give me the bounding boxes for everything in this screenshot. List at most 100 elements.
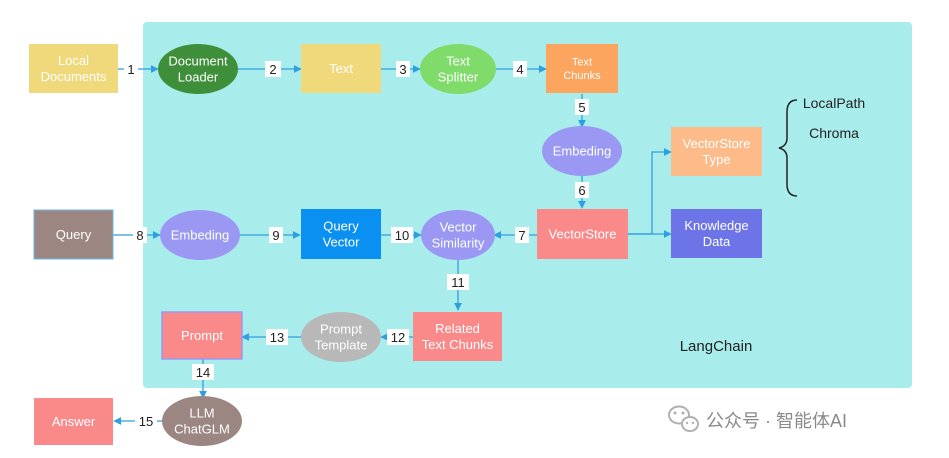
edge-label-13: 13	[266, 329, 288, 345]
node-label-line: VectorStore	[549, 227, 617, 242]
node-label-line: LLM	[189, 405, 214, 420]
node-label-line: Embeding	[553, 144, 612, 159]
node-label: Prompt	[181, 328, 223, 343]
svg-text:3: 3	[399, 62, 406, 77]
svg-text:14: 14	[196, 365, 210, 380]
edge-label-14: 14	[192, 364, 214, 380]
node-label: Query	[56, 227, 92, 242]
option-localpath: LocalPath	[803, 95, 865, 111]
node-label-line: Documents	[41, 69, 107, 84]
langchain-container	[143, 22, 912, 388]
edge-label-12: 12	[387, 329, 409, 345]
node-label-line: Text	[329, 61, 353, 76]
svg-text:10: 10	[395, 228, 409, 243]
watermark-text: 公众号 · 智能体AI	[706, 411, 847, 431]
edge-labels: 1 2 3 4 5 6 7 8 9 10 11 12 13 14 15	[124, 61, 589, 429]
edge-label-7: 7	[515, 227, 529, 243]
svg-text:6: 6	[578, 183, 585, 198]
node-label-line: Query	[323, 218, 359, 233]
edge-label-1: 1	[124, 61, 138, 77]
node-label-line: Related	[435, 321, 480, 336]
node-label-line: Type	[702, 152, 730, 167]
node-label-line: Text Chunks	[422, 337, 494, 352]
node-label: Text	[329, 61, 353, 76]
container-label: LangChain	[680, 338, 753, 355]
node-embeding-top: Embeding	[542, 126, 622, 176]
node-label-line: Similarity	[432, 236, 485, 251]
node-vectorstore: VectorStore	[537, 209, 628, 259]
node-text: Text	[301, 44, 381, 93]
option-chroma: Chroma	[809, 125, 859, 141]
node-label-line: Splitter	[438, 70, 479, 85]
node-label-line: Prompt	[181, 328, 223, 343]
svg-text:7: 7	[518, 228, 525, 243]
wechat-icon	[668, 405, 699, 432]
edge-label-6: 6	[575, 182, 589, 198]
edge-label-2: 2	[265, 61, 281, 77]
node-label-line: Embeding	[171, 228, 230, 243]
node-label-line: Text	[572, 57, 592, 69]
node-label-line: Vector	[323, 235, 361, 250]
node-label: Answer	[52, 414, 96, 429]
node-label-line: Vector	[440, 219, 478, 234]
svg-text:1: 1	[127, 62, 134, 77]
node-label-line: Answer	[52, 414, 96, 429]
node-label-line: Data	[703, 234, 731, 249]
edge-label-3: 3	[396, 61, 410, 77]
edge-label-5: 5	[575, 99, 589, 115]
node-label-line: Query	[56, 227, 92, 242]
svg-text:5: 5	[578, 100, 585, 115]
node-label-line: Knowledge	[684, 218, 748, 233]
node-label-line: Text	[446, 53, 470, 68]
node-label-line: Loader	[178, 70, 219, 85]
svg-text:11: 11	[451, 275, 465, 290]
edge-label-11: 11	[447, 274, 469, 290]
node-prompt: Prompt	[161, 311, 243, 360]
svg-text:13: 13	[270, 330, 284, 345]
node-embeding-query: Embeding	[160, 210, 240, 260]
wechat-watermark: 公众号 · 智能体AI	[668, 405, 847, 432]
node-label-line: VectorStore	[683, 136, 751, 151]
options-brace	[778, 99, 798, 197]
edge-label-8: 8	[133, 227, 147, 243]
svg-text:15: 15	[139, 414, 153, 429]
node-label-line: Document	[168, 53, 228, 68]
node-label-line: Prompt	[320, 321, 362, 336]
svg-text:8: 8	[136, 228, 143, 243]
svg-text:2: 2	[269, 62, 276, 77]
svg-text:4: 4	[516, 62, 523, 77]
node-label-line: Local	[58, 53, 89, 68]
node-query: Query	[33, 209, 114, 260]
edge-label-9: 9	[269, 227, 283, 243]
node-label-line: Chunks	[563, 70, 601, 82]
node-label: VectorStore	[549, 227, 617, 242]
node-label-line: Template	[315, 338, 368, 353]
node-label: Embeding	[553, 144, 612, 159]
edge-label-4: 4	[513, 61, 527, 77]
node-label: Embeding	[171, 228, 230, 243]
svg-text:9: 9	[272, 228, 279, 243]
